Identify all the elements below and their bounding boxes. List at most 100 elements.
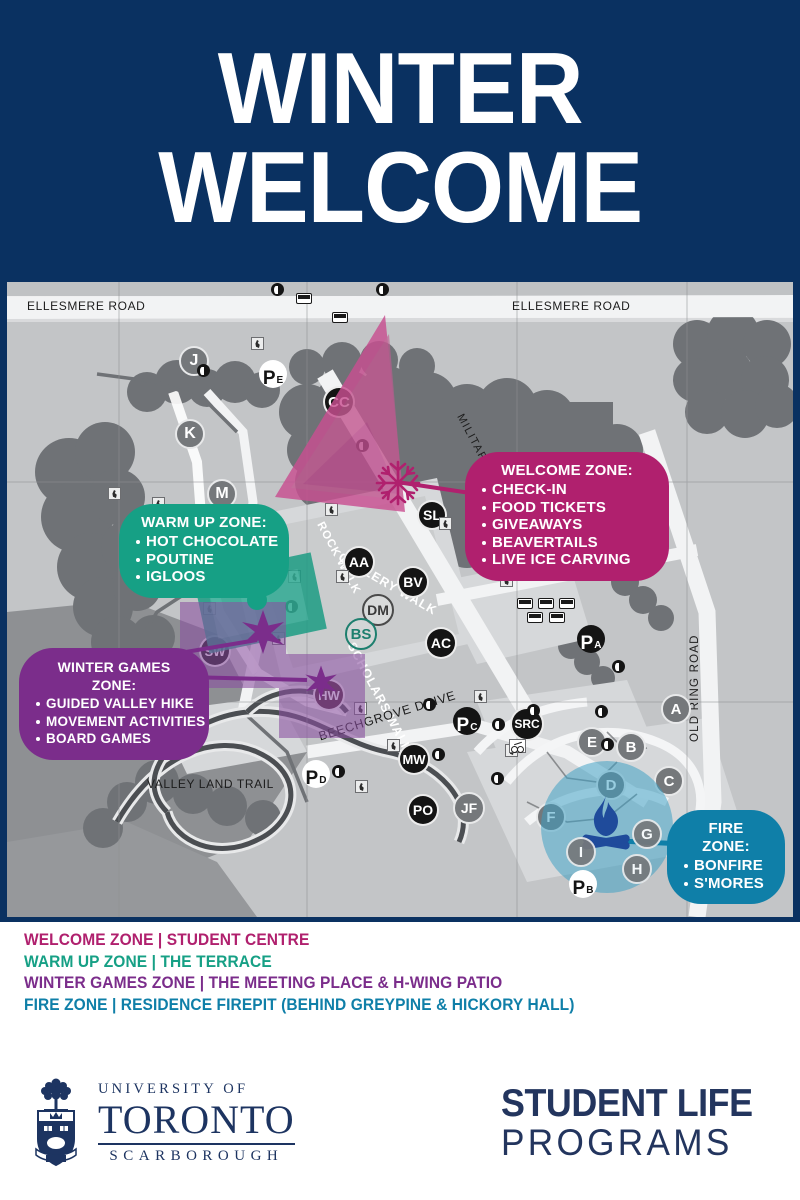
bus-stop-icon <box>517 598 533 609</box>
map-pin-label: BS <box>350 625 372 643</box>
map-pin-label: AC <box>430 635 452 651</box>
legend-row-warm-up: WARM UP ZONE | THE TERRACE <box>24 952 272 971</box>
map-pin-label: G <box>641 825 653 843</box>
map-pin-label: JF <box>460 800 478 816</box>
callout-warm-item: POUTINE <box>135 551 273 569</box>
callout-warm-list: HOT CHOCOLATE POUTINE IGLOOS <box>135 533 278 586</box>
utsc-toronto: TORONTO <box>98 1097 295 1143</box>
callout-games-item: BOARD GAMES <box>35 730 193 748</box>
road-label-valley-land-trail: VALLEY LAND TRAIL <box>147 777 274 791</box>
accessibility-icon <box>474 690 487 703</box>
map-pin-label: K <box>184 425 196 442</box>
map-pin-label: MW <box>402 751 426 767</box>
map-pin-label: C <box>663 772 675 790</box>
map-pin-label: BV <box>403 574 423 590</box>
bicycle-parking-icon <box>509 739 526 753</box>
map-pin-bv[interactable]: BV <box>397 566 429 598</box>
parking-sublabel: B <box>586 885 594 896</box>
callout-warm-up-zone[interactable]: WARM UP ZONE: HOT CHOCOLATE POUTINE IGLO… <box>119 504 289 598</box>
parking-sublabel: A <box>594 640 602 651</box>
coffee-icon <box>492 718 505 731</box>
bus-stop-icon <box>538 598 554 609</box>
legend-row-fire: FIRE ZONE | RESIDENCE FIREPIT (BEHIND GR… <box>24 995 575 1014</box>
coffee-icon <box>432 748 445 761</box>
accessibility-icon <box>355 780 368 793</box>
callout-welcome-item: FOOD TICKETS <box>481 499 653 517</box>
coffee-icon <box>601 738 614 751</box>
callout-fire-zone[interactable]: FIRE ZONE: BONFIRE S'MORES <box>667 810 785 904</box>
map-pin-label: H <box>631 860 643 878</box>
map-pin-g[interactable]: G <box>632 819 662 849</box>
road-label-ellesmere-west: ELLESMERE ROAD <box>27 299 146 313</box>
student-life-programs-logo: STUDENT LIFE PROGRAMS <box>500 1084 775 1163</box>
map-pin-bs[interactable]: BS <box>345 618 377 650</box>
callout-fire-item: BONFIRE <box>683 857 769 875</box>
accessibility-icon <box>387 739 400 752</box>
callout-winter-games-zone[interactable]: WINTER GAMES ZONE: GUIDED VALLEY HIKE MO… <box>19 648 209 760</box>
poster-title-line-2: WELCOME <box>158 131 643 244</box>
callout-welcome-item: LIVE ICE CARVING <box>481 551 653 569</box>
utsc-logo: UNIVERSITY OF TORONTO SCARBOROUGH <box>28 1077 295 1169</box>
callout-warm-item: IGLOOS <box>135 568 273 586</box>
poster-footer: UNIVERSITY OF TORONTO SCARBOROUGH STUDEN… <box>0 1055 800 1200</box>
map-pin-label: PO <box>412 802 434 818</box>
map-pin-ac[interactable]: AC <box>425 627 457 659</box>
parking-letter: P <box>305 768 319 789</box>
star-marker-icon-small <box>305 665 337 699</box>
coffee-icon <box>612 660 625 673</box>
callout-games-item: MOVEMENT ACTIVITIES <box>35 713 205 731</box>
parking-letter: P <box>456 715 470 736</box>
map-pin-dm[interactable]: DM <box>362 594 394 626</box>
callout-warm-item: HOT CHOCOLATE <box>135 533 278 551</box>
map-pin-label: J <box>189 352 199 369</box>
map-pin-i[interactable]: I <box>566 837 596 867</box>
map-pin-po[interactable]: PO <box>407 794 439 826</box>
coffee-icon <box>527 704 540 717</box>
utsc-wordmark: UNIVERSITY OF TORONTO SCARBOROUGH <box>98 1081 295 1165</box>
callout-welcome-item: BEAVERTAILS <box>481 534 653 552</box>
map-pin-jf[interactable]: JF <box>453 792 485 824</box>
snowflake-marker-icon <box>375 460 421 506</box>
parking-sublabel: E <box>276 375 284 386</box>
bus-stop-icon <box>527 612 543 623</box>
map-pin-label: E <box>586 733 597 751</box>
coffee-icon <box>197 364 210 377</box>
map-pin-k[interactable]: K <box>175 419 205 449</box>
campus-map-frame: ELLESMERE ROAD ELLESMERE ROAD MILITARY T… <box>0 277 800 922</box>
map-pin-b[interactable]: B <box>616 732 646 762</box>
map-pin-mw[interactable]: MW <box>398 743 430 775</box>
star-marker-icon-large <box>242 610 284 654</box>
bus-stop-icon <box>296 293 312 304</box>
poster-header: WINTER WELCOME <box>0 0 800 277</box>
map-pin-label: M <box>215 485 229 502</box>
callout-welcome-item: CHECK-IN <box>481 481 653 499</box>
utsc-university-of: UNIVERSITY OF <box>98 1081 249 1098</box>
coffee-icon <box>332 765 345 778</box>
coffee-icon <box>376 283 389 296</box>
parking-sublabel: D <box>319 775 327 786</box>
map-pin-label: DM <box>367 602 389 618</box>
accessibility-icon <box>336 570 349 583</box>
map-pin-a[interactable]: A <box>661 694 691 724</box>
map-pin-h[interactable]: H <box>622 854 652 884</box>
callout-welcome-zone[interactable]: WELCOME ZONE: CHECK-IN FOOD TICKETS GIVE… <box>465 452 669 581</box>
map-pin-label: I <box>578 843 584 861</box>
campus-map[interactable]: ELLESMERE ROAD ELLESMERE ROAD MILITARY T… <box>7 282 793 917</box>
poster-title-line-1: WINTER <box>217 32 584 145</box>
callout-welcome-item: GIVEAWAYS <box>481 516 653 534</box>
legend-row-winter-games: WINTER GAMES ZONE | THE MEETING PLACE & … <box>24 974 503 992</box>
callout-welcome-title: WELCOME ZONE: <box>501 462 633 479</box>
utsc-crest-icon <box>35 1078 77 1167</box>
slp-line-2: PROGRAMS <box>500 1122 733 1163</box>
map-pin-label: SL <box>423 507 441 523</box>
accessibility-icon <box>108 487 121 500</box>
coffee-icon <box>271 283 284 296</box>
accessibility-icon <box>439 517 452 530</box>
callout-fire-list: BONFIRE S'MORES <box>683 857 769 892</box>
callout-welcome-list: CHECK-IN FOOD TICKETS GIVEAWAYS BEAVERTA… <box>481 481 653 569</box>
